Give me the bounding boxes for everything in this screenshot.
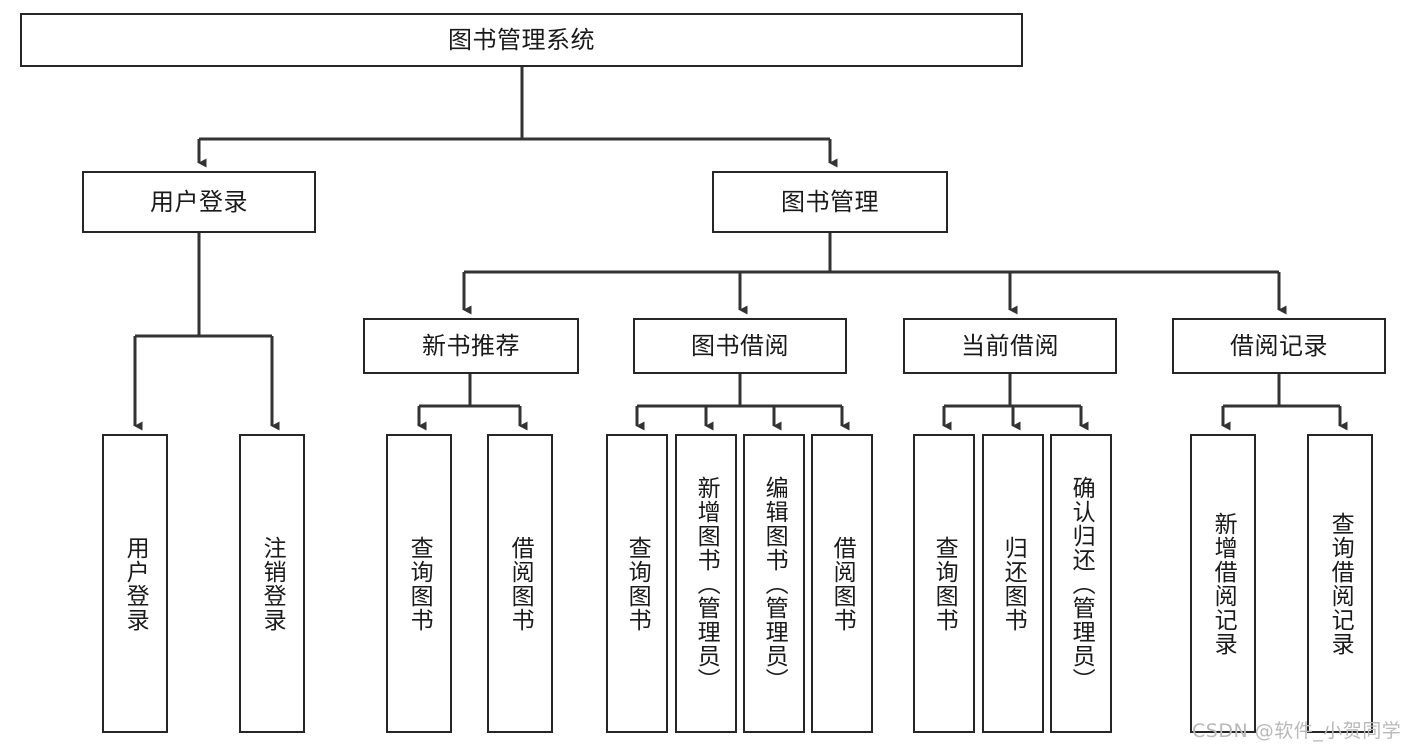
node-borrow-record-label: 借阅记录 bbox=[1230, 331, 1328, 360]
node-new-book-recommend[interactable]: 新书推荐 bbox=[363, 318, 579, 374]
node-leaf-add-book-label: 新增图书（管理员） bbox=[693, 475, 720, 692]
node-borrow-record[interactable]: 借阅记录 bbox=[1172, 318, 1386, 374]
node-current-borrow[interactable]: 当前借阅 bbox=[903, 318, 1117, 374]
node-user-login-label: 用户登录 bbox=[150, 187, 248, 216]
node-leaf-borrow-book-2-label: 借阅图书 bbox=[829, 535, 856, 632]
node-leaf-return-book-label: 归还图书 bbox=[1000, 535, 1027, 632]
node-leaf-query-book-1[interactable]: 查询图书 bbox=[386, 434, 452, 733]
node-leaf-confirm-return-label: 确认归还（管理员） bbox=[1068, 475, 1095, 692]
node-leaf-edit-book[interactable]: 编辑图书（管理员） bbox=[743, 434, 805, 733]
node-book-manage-label: 图书管理 bbox=[781, 187, 879, 216]
node-leaf-query-record-label: 查询借阅记录 bbox=[1327, 511, 1354, 656]
node-leaf-query-book-1-label: 查询图书 bbox=[406, 535, 433, 632]
node-leaf-add-record-label: 新增借阅记录 bbox=[1210, 511, 1237, 656]
node-leaf-user-login[interactable]: 用户登录 bbox=[102, 434, 168, 733]
node-root-label: 图书管理系统 bbox=[448, 25, 595, 54]
node-user-login[interactable]: 用户登录 bbox=[82, 171, 316, 233]
node-leaf-logout-label: 注销登录 bbox=[259, 535, 286, 632]
node-leaf-add-record[interactable]: 新增借阅记录 bbox=[1190, 434, 1256, 733]
node-leaf-confirm-return[interactable]: 确认归还（管理员） bbox=[1050, 434, 1112, 733]
node-leaf-borrow-book-2[interactable]: 借阅图书 bbox=[811, 434, 873, 733]
node-leaf-query-book-3[interactable]: 查询图书 bbox=[913, 434, 975, 733]
node-leaf-edit-book-label: 编辑图书（管理员） bbox=[761, 475, 788, 692]
node-book-borrow[interactable]: 图书借阅 bbox=[633, 318, 847, 374]
node-new-book-recommend-label: 新书推荐 bbox=[422, 331, 520, 360]
node-book-manage[interactable]: 图书管理 bbox=[712, 171, 948, 233]
node-leaf-logout[interactable]: 注销登录 bbox=[239, 434, 305, 733]
node-leaf-return-book[interactable]: 归还图书 bbox=[982, 434, 1044, 733]
node-leaf-borrow-book-1-label: 借阅图书 bbox=[507, 535, 534, 632]
csdn-watermark: CSDN @软件_小贺同学 bbox=[1192, 720, 1402, 742]
node-current-borrow-label: 当前借阅 bbox=[961, 331, 1059, 360]
node-leaf-query-book-2[interactable]: 查询图书 bbox=[606, 434, 668, 733]
node-root[interactable]: 图书管理系统 bbox=[20, 13, 1023, 67]
node-book-borrow-label: 图书借阅 bbox=[691, 331, 789, 360]
node-leaf-query-book-3-label: 查询图书 bbox=[931, 535, 958, 632]
node-leaf-query-record[interactable]: 查询借阅记录 bbox=[1307, 434, 1373, 733]
node-leaf-user-login-label: 用户登录 bbox=[122, 535, 149, 632]
node-leaf-add-book[interactable]: 新增图书（管理员） bbox=[675, 434, 737, 733]
node-leaf-borrow-book-1[interactable]: 借阅图书 bbox=[487, 434, 553, 733]
node-leaf-query-book-2-label: 查询图书 bbox=[624, 535, 651, 632]
